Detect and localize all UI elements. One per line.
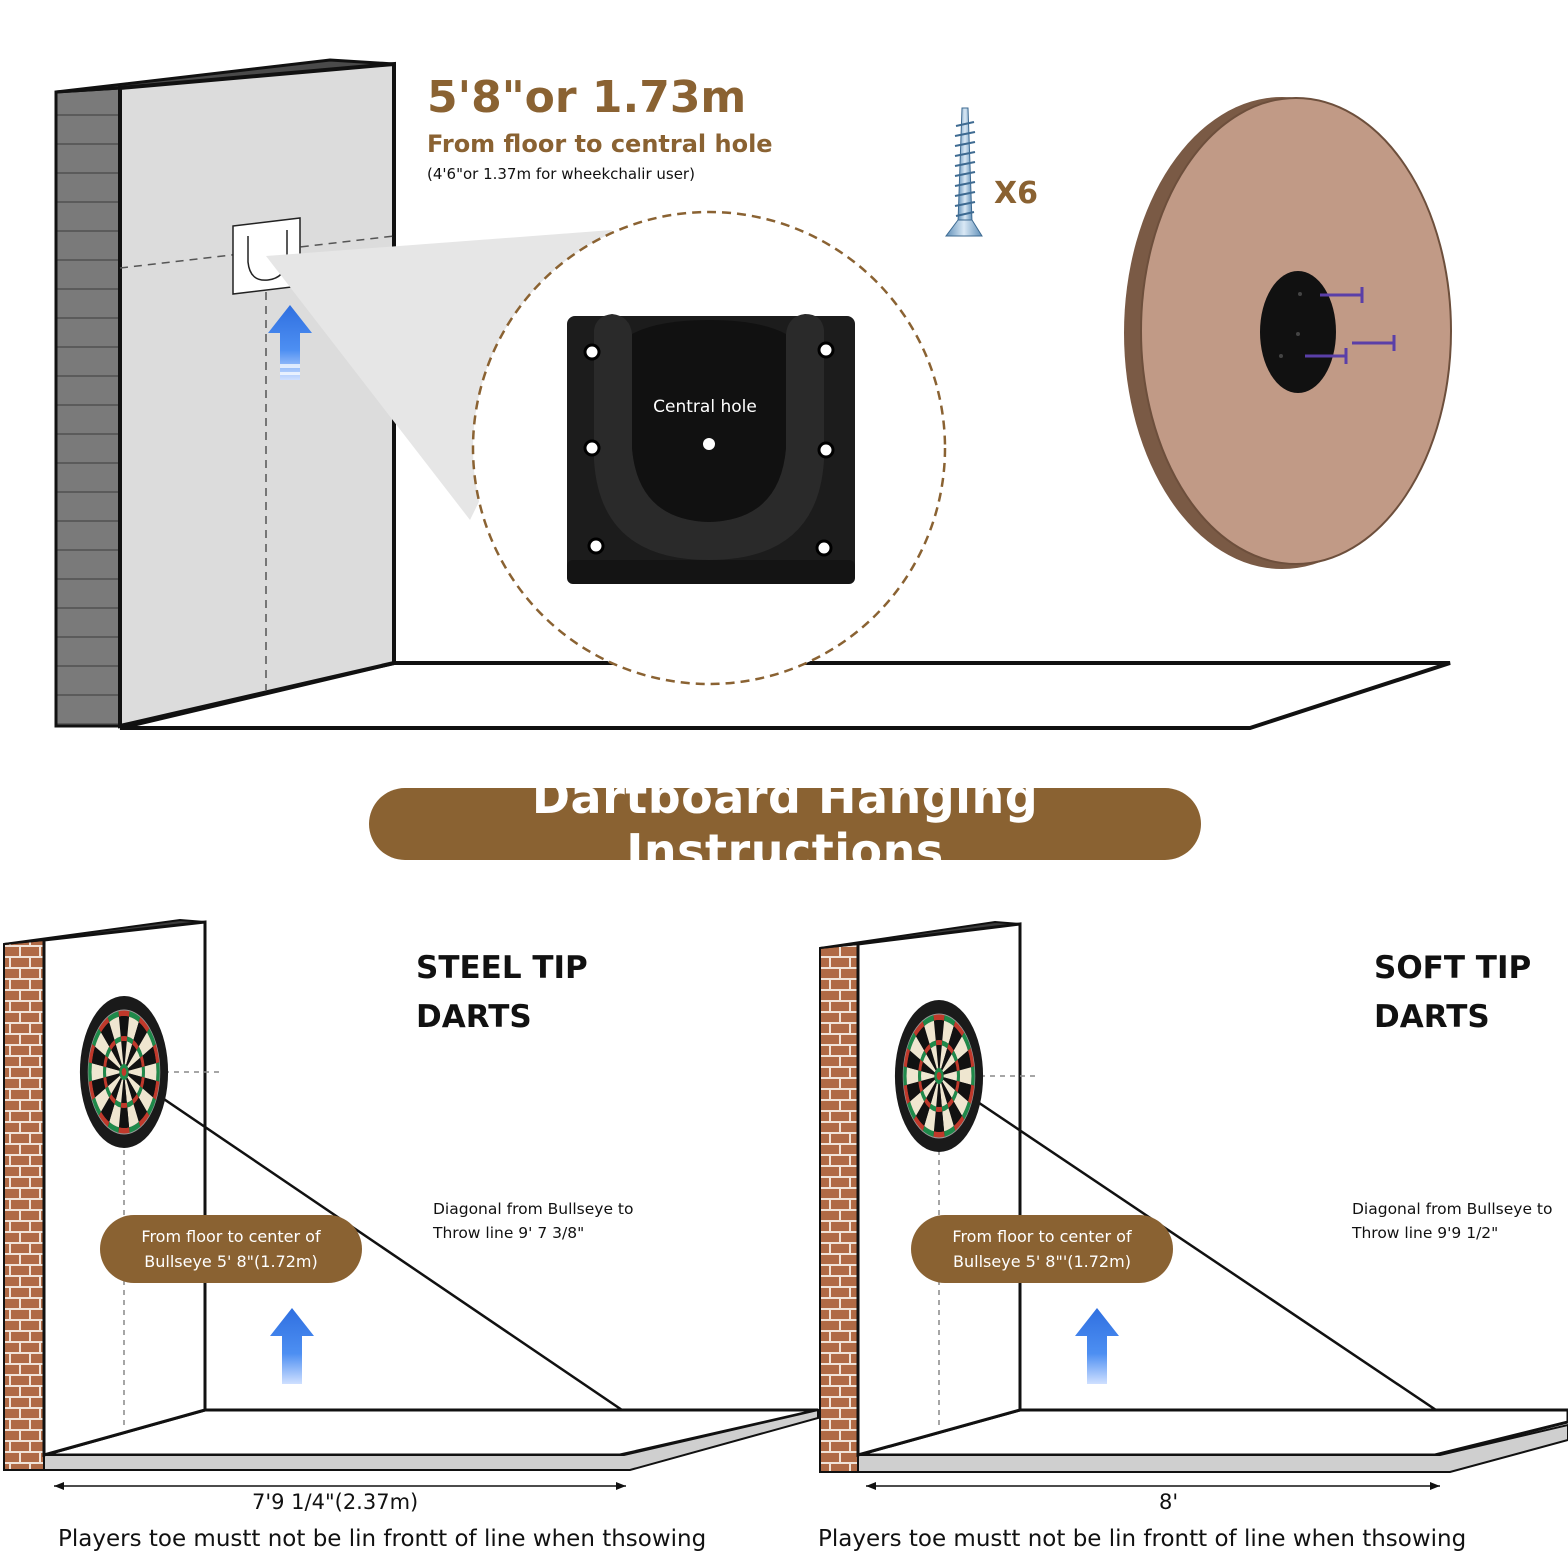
- steel-tip-line1: STEEL TIP: [416, 950, 588, 986]
- soft-tip-line1: SOFT TIP: [1374, 950, 1532, 986]
- screw-icon: [945, 107, 983, 237]
- soft-floor-height-badge: From floor to center of Bullseye 5' 8"'(…: [911, 1215, 1173, 1283]
- soft-floor-line2: Bullseye 5' 8"'(1.72m): [953, 1252, 1131, 1271]
- steel-diagonal-note: Diagonal from Bullseye to Throw line 9' …: [433, 1197, 634, 1245]
- page-title: Dartboard Hanging Instructions: [369, 770, 1201, 878]
- mounting-height: 5'8"or 1.73m: [427, 72, 747, 123]
- wheelchair-note: (4'6"or 1.37m for wheekchalir user): [427, 165, 695, 183]
- mounting-height-caption: From floor to central hole: [427, 130, 773, 158]
- steel-tip-heading: STEEL TIP DARTS: [416, 944, 588, 1042]
- backboard-disc: [1124, 97, 1452, 569]
- steel-throw-distance: 7'9 1/4"(2.37m): [252, 1490, 419, 1514]
- soft-throw-distance: 8': [1159, 1490, 1179, 1514]
- steel-floor-height-badge: From floor to center of Bullseye 5' 8"(1…: [100, 1215, 362, 1283]
- dartboard-icon: [79, 996, 169, 1148]
- steel-floor-line1: From floor to center of: [141, 1227, 321, 1246]
- soft-diag-line1: Diagonal from Bullseye to: [1352, 1200, 1553, 1218]
- soft-tip-heading: SOFT TIP DARTS: [1374, 944, 1531, 1042]
- central-hole-label: Central hole: [653, 397, 757, 417]
- bracket-magnifier: [471, 210, 947, 686]
- soft-floor-line1: From floor to center of: [952, 1227, 1132, 1246]
- soft-diag-line2: Throw line 9'9 1/2": [1352, 1224, 1499, 1242]
- steel-rule-text: Players toe mustt not be lin frontt of l…: [58, 1526, 707, 1552]
- soft-tip-line2: DARTS: [1374, 999, 1490, 1035]
- steel-diag-line2: Throw line 9' 7 3/8": [433, 1224, 585, 1242]
- steel-floor-line2: Bullseye 5' 8"(1.72m): [144, 1252, 318, 1271]
- dartboard-icon: [894, 1000, 984, 1152]
- steel-tip-line2: DARTS: [416, 999, 532, 1035]
- steel-diag-line1: Diagonal from Bullseye to: [433, 1200, 634, 1218]
- screw-count: X6: [994, 176, 1039, 211]
- soft-rule-text: Players toe mustt not be lin frontt of l…: [818, 1526, 1467, 1552]
- soft-diagonal-note: Diagonal from Bullseye to Throw line 9'9…: [1352, 1197, 1553, 1245]
